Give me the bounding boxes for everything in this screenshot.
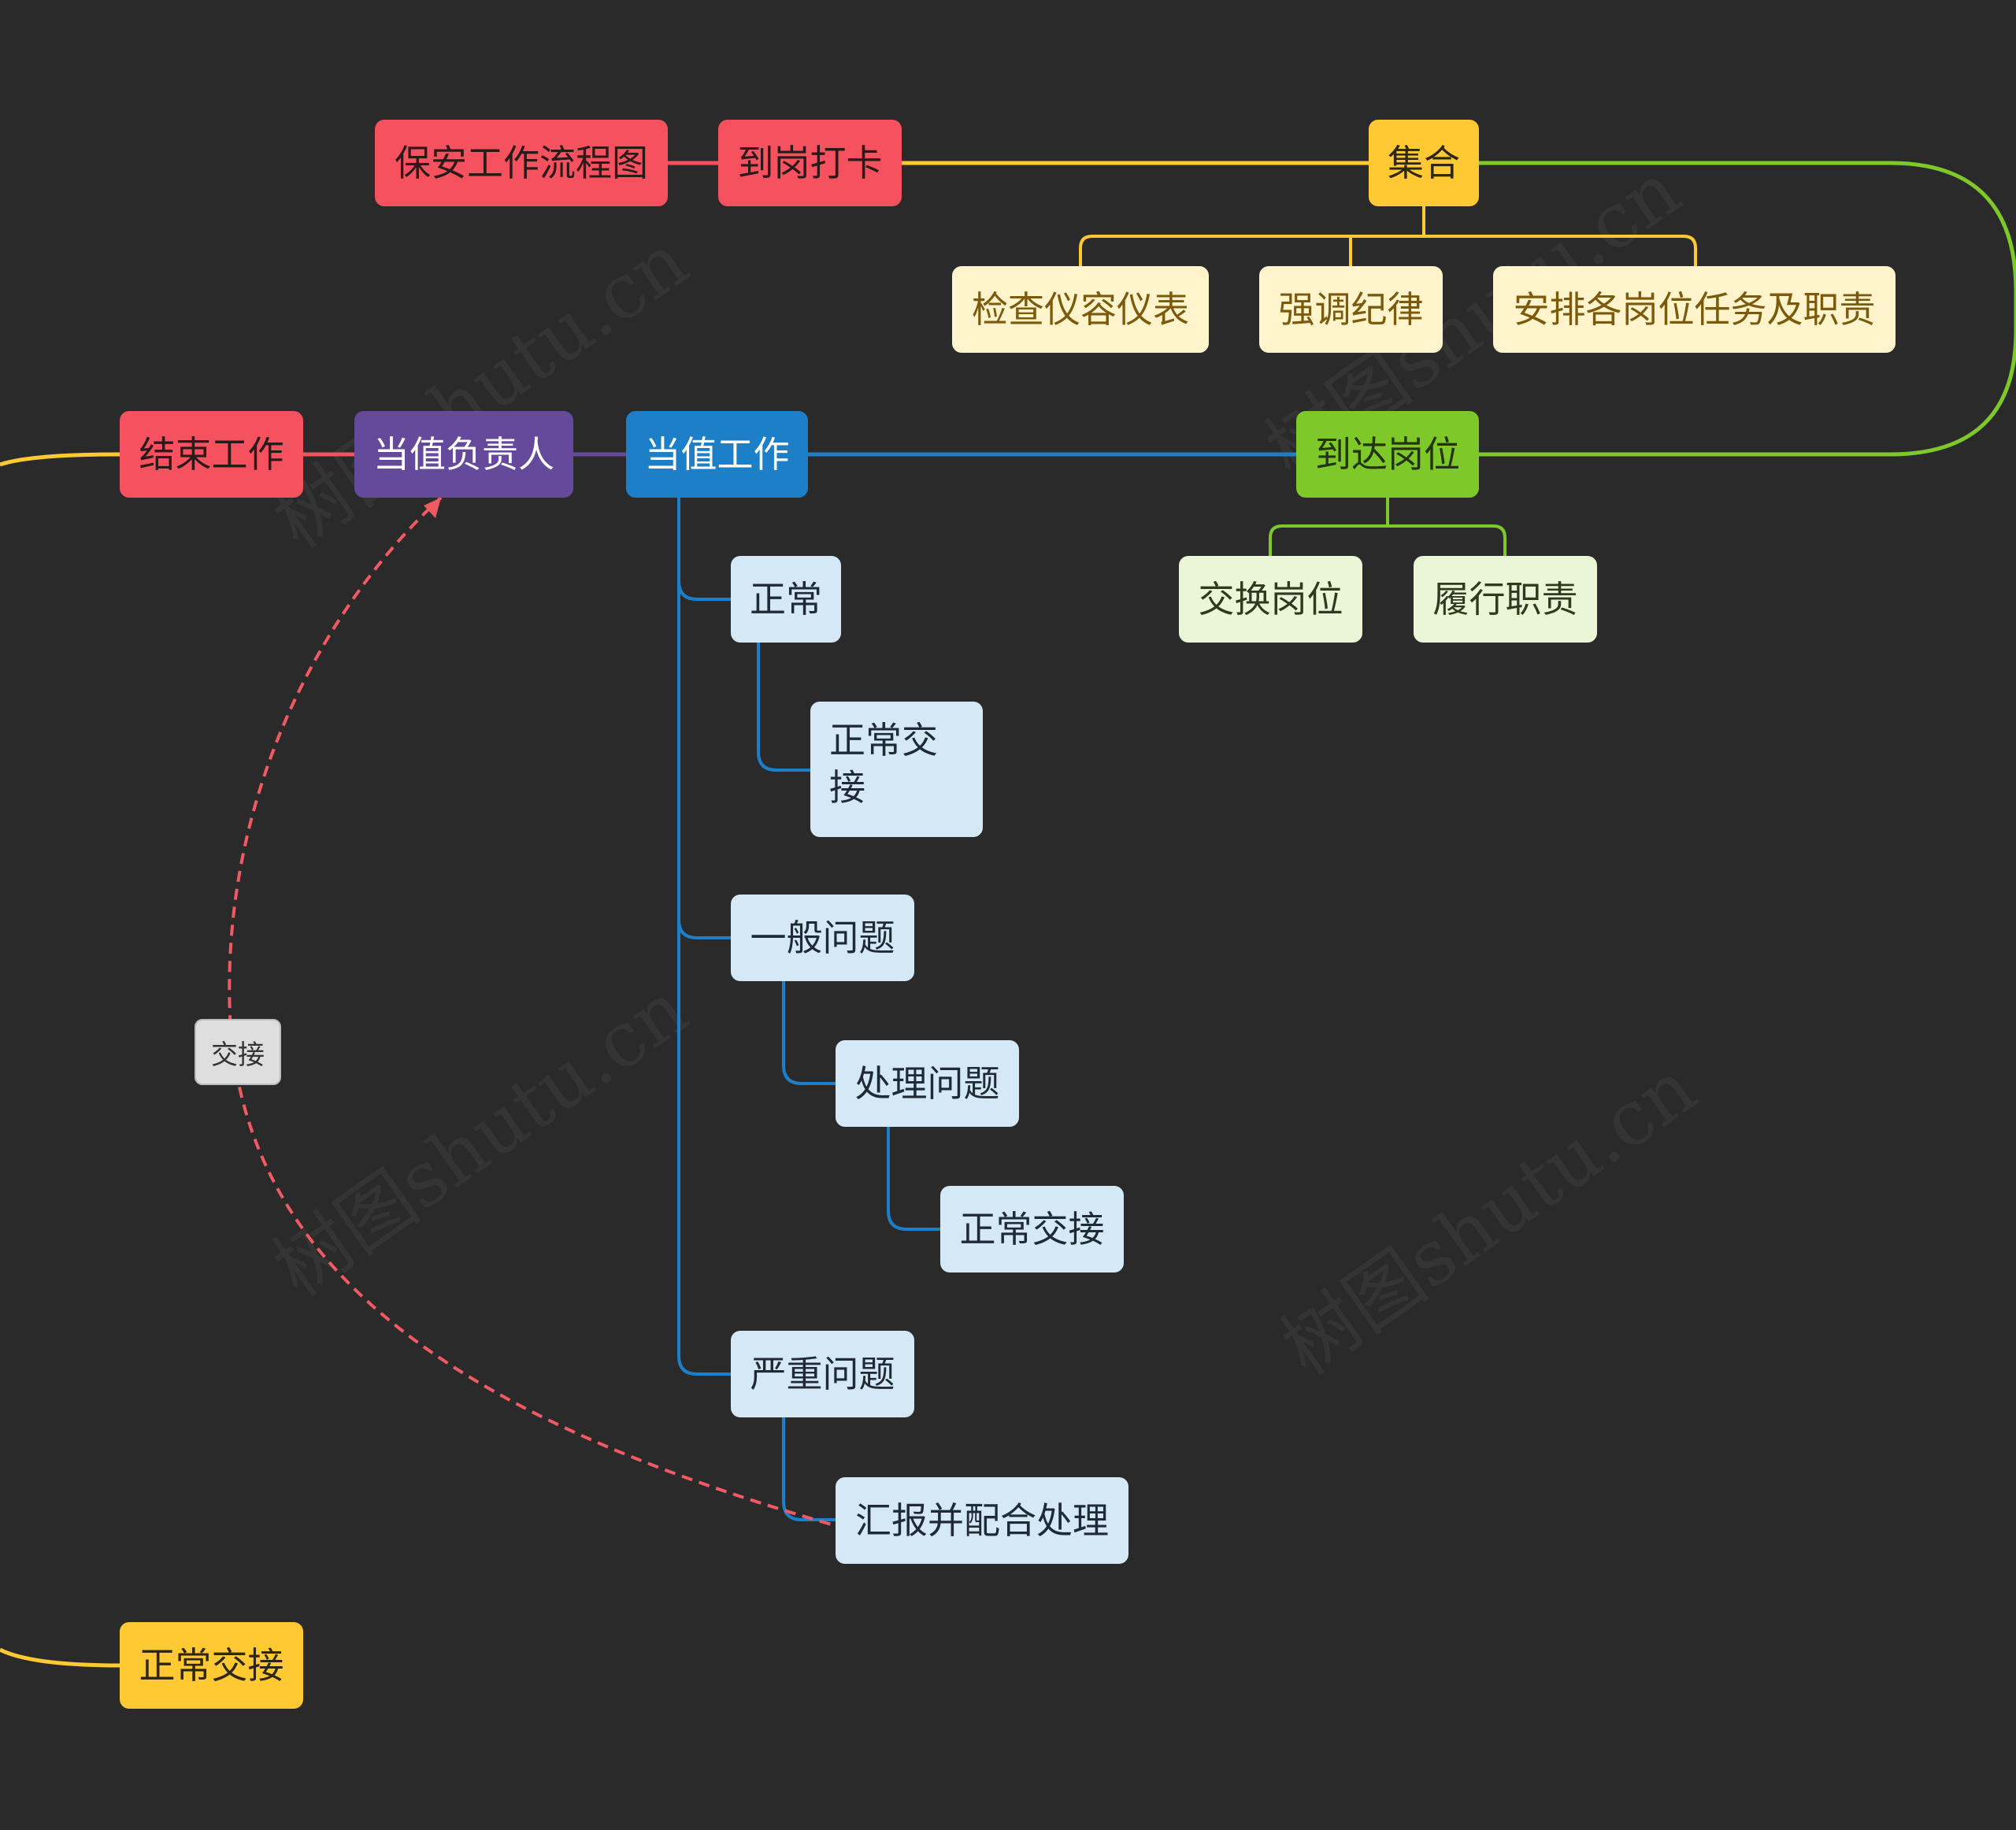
node-normal-handover-wrapped[interactable]: 正常交接 (810, 702, 983, 837)
node-normal-handover-wrapped-label: 正常交接 (829, 720, 938, 808)
connector-bottom-left (0, 1647, 120, 1668)
node-clock-in[interactable]: 到岗打卡 (718, 120, 902, 206)
node-assign-duties[interactable]: 安排各岗位任务及职责 (1493, 266, 1896, 353)
node-normal-handover-bottom[interactable]: 正常交接 (120, 1622, 303, 1709)
node-check-appearance[interactable]: 检查仪容仪表 (952, 266, 1209, 353)
node-root[interactable]: 保安工作流程图 (375, 120, 668, 206)
node-emphasize-discipline[interactable]: 强调纪律 (1259, 266, 1443, 353)
node-assemble[interactable]: 集合 (1369, 120, 1479, 206)
connector-arrive-children (1269, 524, 1506, 556)
node-on-duty-work[interactable]: 当值工作 (626, 411, 808, 498)
connector-assemble-arrive (1479, 161, 2016, 457)
node-handle-issue[interactable]: 处理问题 (836, 1040, 1019, 1127)
node-swap-post[interactable]: 交换岗位 (1179, 556, 1362, 643)
node-end-work[interactable]: 结束工作 (120, 411, 303, 498)
node-serious-issue[interactable]: 严重问题 (731, 1331, 914, 1417)
relation-dashed-line (228, 496, 901, 1545)
connector-assemble-children (1079, 235, 1697, 266)
node-normal-handover-2[interactable]: 正常交接 (940, 1186, 1124, 1272)
node-arrive-post[interactable]: 到达岗位 (1296, 411, 1479, 498)
node-normal[interactable]: 正常 (731, 556, 841, 643)
node-perform-duties[interactable]: 履行职责 (1414, 556, 1597, 643)
connector-duty-spine (677, 498, 731, 1376)
node-duty-supervisor[interactable]: 当值负责人 (354, 411, 573, 498)
node-report-cooperate[interactable]: 汇报并配合处理 (836, 1477, 1128, 1564)
connector-end-left (0, 452, 120, 467)
relation-arrowhead (424, 498, 441, 518)
node-general-issue[interactable]: 一般问题 (731, 895, 914, 981)
relation-label[interactable]: 交接 (195, 1019, 281, 1085)
